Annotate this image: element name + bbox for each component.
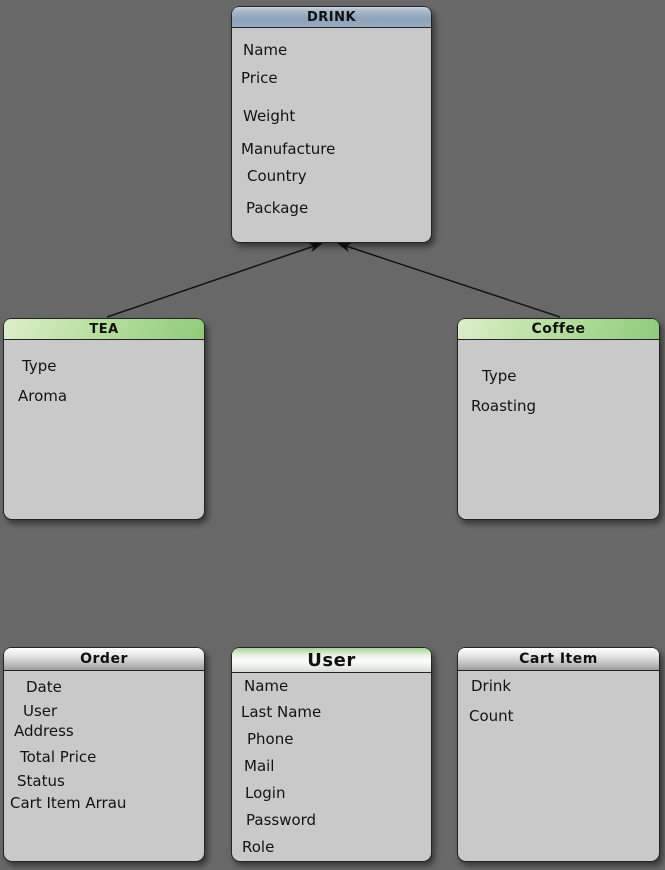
- entity-field: Type: [22, 357, 57, 375]
- entity-cart-item-title: Cart Item: [519, 651, 598, 667]
- entity-field: Last Name: [241, 703, 322, 721]
- entity-field: Total Price: [20, 748, 97, 766]
- entity-field: Price: [241, 69, 278, 87]
- entity-user-header: User: [232, 648, 431, 673]
- entity-field: Role: [242, 838, 275, 856]
- entity-field: User: [23, 702, 58, 720]
- entity-field: Roasting: [471, 397, 537, 415]
- entity-tea-header: TEA: [4, 319, 204, 340]
- entity-field: Phone: [247, 730, 294, 748]
- entity-coffee-header: Coffee: [458, 319, 659, 340]
- entity-tea-title: TEA: [89, 321, 119, 337]
- entity-field: Address: [14, 722, 74, 740]
- entity-field: Type: [482, 367, 517, 385]
- entity-field: Date: [26, 678, 62, 696]
- entity-field: Mail: [244, 757, 275, 775]
- entity-field: Drink: [471, 677, 512, 695]
- entity-field: Name: [244, 677, 289, 695]
- entity-coffee-title: Coffee: [531, 321, 586, 337]
- entity-drink-title: DRINK: [306, 9, 357, 25]
- entity-order-header: Order: [4, 648, 204, 671]
- entity-cart-item-header: Cart Item: [458, 648, 659, 671]
- entity-field: Password: [246, 811, 317, 829]
- entity-field: Name: [243, 41, 288, 59]
- entity-field: Aroma: [18, 387, 68, 405]
- entity-field: Package: [246, 199, 309, 217]
- entity-field: Country: [247, 167, 307, 185]
- entity-field: Weight: [243, 107, 296, 125]
- entity-order-title: Order: [80, 651, 128, 667]
- inheritance-arrow-tea-drink[interactable]: [106, 242, 323, 318]
- entity-drink-header: DRINK: [232, 7, 431, 28]
- entity-field: Status: [17, 772, 65, 790]
- entity-field: Cart Item Arrau: [10, 794, 127, 812]
- entity-field: Manufacture: [241, 140, 336, 158]
- entity-field: Login: [245, 784, 286, 802]
- inheritance-arrow-coffee-drink[interactable]: [337, 242, 561, 318]
- entity-user-title: User: [307, 649, 356, 671]
- entity-field: Count: [469, 707, 514, 725]
